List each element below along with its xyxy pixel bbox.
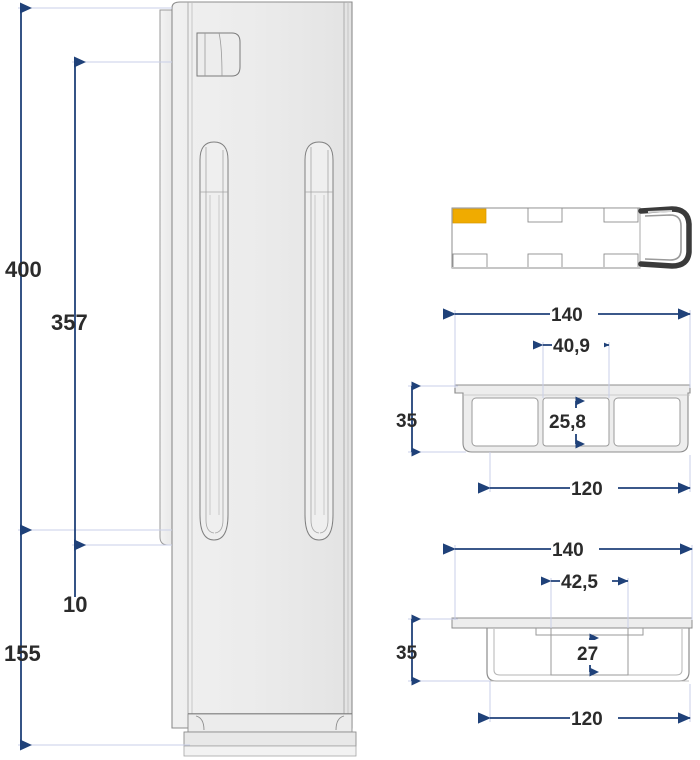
label-bg-140-upper xyxy=(550,302,598,326)
dimension-label-140-lower: 140 xyxy=(552,540,584,561)
dimension-label-140-upper: 140 xyxy=(551,305,583,326)
plan-clip-inner xyxy=(644,214,682,261)
plan-notch-top-right xyxy=(603,207,639,223)
lower-section-flange xyxy=(451,617,693,629)
elevation-base-fillet-left xyxy=(195,715,205,731)
label-bg-42-5 xyxy=(560,569,612,592)
dimension-label-35-upper: 35 xyxy=(396,411,418,432)
elevation-slot-right-inner2 xyxy=(319,150,329,534)
dimension-label-40-9: 40,9 xyxy=(553,336,590,357)
elevation-base-band xyxy=(187,713,353,733)
dimension-label-357: 357 xyxy=(51,310,88,335)
plan-notch-top-mid xyxy=(527,207,563,223)
elevation-slot-right xyxy=(304,141,334,541)
label-bg-25-8 xyxy=(548,408,606,434)
elevation-top-lug-curve xyxy=(218,32,223,77)
front-elevation-view xyxy=(159,1,357,757)
upper-chamber-left xyxy=(471,397,539,447)
elevation-dimension-lines xyxy=(20,2,86,751)
elevation-slot-left xyxy=(199,141,229,541)
elevation-top-lug xyxy=(196,32,241,77)
plan-clip-outer xyxy=(638,206,692,269)
elevation-slot-left-inner2 xyxy=(214,150,224,534)
lower-section-extension-lines xyxy=(408,545,693,722)
label-bg-40-9 xyxy=(552,333,604,356)
top-plan-view xyxy=(451,206,692,269)
plan-clip-highlight xyxy=(647,210,673,213)
upper-chamber-right xyxy=(613,397,681,447)
dimension-label-120-lower: 120 xyxy=(571,709,603,730)
dimension-label-10: 10 xyxy=(63,592,87,617)
elevation-foot-base xyxy=(183,745,357,757)
lower-cross-section-view xyxy=(451,617,693,682)
dimension-label-42-5: 42,5 xyxy=(561,572,598,593)
label-bg-27 xyxy=(574,640,608,665)
lower-section-rib-left xyxy=(535,628,552,675)
lower-section-rib-right xyxy=(627,628,644,675)
elevation-slot-right-inner1 xyxy=(310,147,320,534)
elevation-extension-lines xyxy=(18,7,190,746)
label-bg-120-upper xyxy=(570,476,618,500)
label-bg-140-lower xyxy=(551,537,599,561)
plan-notch-bottom-left xyxy=(452,253,488,269)
elevation-base-fillet-right xyxy=(335,715,345,731)
elevation-foot-plate xyxy=(183,731,357,747)
dimension-label-155: 155 xyxy=(4,641,41,666)
plan-notch-bottom-mid xyxy=(527,253,563,269)
dimension-label-27: 27 xyxy=(577,644,598,665)
elevation-slot-left-inner1 xyxy=(205,147,215,534)
dimension-label-25-8: 25,8 xyxy=(549,412,586,433)
dimension-label-35-lower: 35 xyxy=(396,643,418,664)
dimension-label-400: 400 xyxy=(5,257,42,282)
plan-notch-bottom-right xyxy=(603,253,639,269)
label-bg-120-lower xyxy=(570,706,618,730)
dimension-label-120-upper: 120 xyxy=(571,479,603,500)
orange-highlight-block xyxy=(452,208,487,224)
lower-section-dimension-lines xyxy=(411,543,693,724)
